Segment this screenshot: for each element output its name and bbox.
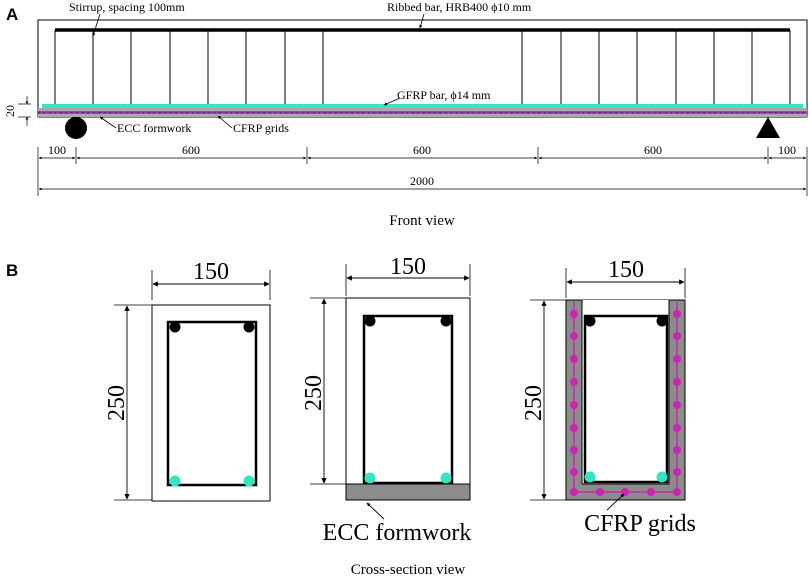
gfrp-bar-icon: [169, 475, 181, 487]
ribbed-bar-label: Ribbed bar, HRB400 ϕ10 mm: [387, 0, 532, 14]
cross-section-ecc: 150 250 ECC formwork: [301, 254, 471, 546]
cfrp-grids-label: CFRP grids: [584, 511, 696, 537]
width-dim-label: 150: [193, 259, 229, 285]
gfrp-bar-icon: [656, 471, 668, 483]
cfrp-node: [673, 378, 681, 386]
stirrup-box: [362, 314, 454, 485]
ribbed-leader: [419, 13, 425, 29]
gfrp-bar-icon: [243, 475, 255, 487]
cfrp-node: [570, 332, 578, 340]
panel-b-label: B: [6, 261, 18, 280]
gfrp-bar-icon: [440, 472, 452, 484]
ecc-formwork-layer: [345, 483, 471, 501]
top-bar-icon: [440, 315, 452, 327]
top-bar-icon: [169, 321, 181, 333]
dim-label: 600: [182, 143, 200, 157]
top-bar-icon: [584, 315, 596, 327]
stirrups: [54, 30, 791, 106]
cfrp-node: [673, 401, 681, 409]
cfrp-node: [570, 468, 578, 476]
top-bar-icon: [656, 315, 668, 327]
cfrp-leader: [606, 493, 625, 511]
cfrp-grid-nodes: [570, 310, 681, 496]
beam-outline: [37, 19, 808, 118]
cfrp-node: [570, 488, 578, 496]
dim-label: 100: [48, 143, 66, 157]
cfrp-node: [570, 446, 578, 454]
cfrp-node: [673, 332, 681, 340]
cfrp-node: [621, 488, 629, 496]
gfrp-leader: [383, 97, 401, 106]
pin-support-icon: [65, 117, 87, 139]
cfrp-node: [570, 378, 578, 386]
section-outline: [345, 297, 471, 485]
height-dim-label: 20: [3, 105, 17, 117]
ecc-leader: [99, 116, 117, 129]
height-dim-label: 250: [521, 385, 547, 421]
stirrup-label: Stirrup, spacing 100mm: [69, 0, 185, 14]
cfrp-node: [673, 488, 681, 496]
cfrp-node: [647, 488, 655, 496]
width-dim-label: 150: [390, 254, 426, 280]
cross-section-cfrp: 150 250: [521, 257, 696, 537]
section-outline: [151, 304, 271, 502]
cfrp-node: [673, 468, 681, 476]
stirrup-leader: [92, 13, 101, 37]
panel-a-label: A: [6, 5, 18, 24]
front-view-caption: Front view: [389, 213, 455, 229]
cfrp-node: [673, 424, 681, 432]
cross-section-caption: Cross-section view: [351, 562, 466, 578]
cfrp-node: [570, 310, 578, 318]
cfrp-node: [596, 488, 604, 496]
gfrp-label: GFRP bar, ϕ14 mm: [397, 88, 491, 102]
roller-support-icon: [756, 117, 780, 138]
dim-label: 600: [644, 143, 662, 157]
stirrup-box: [166, 320, 258, 487]
cfrp-grids-label: CFRP grids: [233, 121, 289, 135]
stirrup-box: [583, 314, 669, 484]
width-dim-label: 150: [608, 257, 644, 283]
cfrp-node: [570, 401, 578, 409]
top-bar-icon: [364, 315, 376, 327]
height-dim-label: 250: [104, 385, 130, 421]
gfrp-bar-icon: [364, 472, 376, 484]
cfrp-node: [673, 310, 681, 318]
height-dim-label: 250: [301, 375, 327, 411]
total-dim-label: 2000: [410, 174, 434, 188]
ecc-leader: [366, 502, 385, 520]
gfrp-bar-icon: [584, 471, 596, 483]
panel-b: B 150 250 150 250: [6, 254, 696, 578]
cfrp-node: [570, 355, 578, 363]
panel-a: A: [3, 0, 808, 229]
cross-section-plain: 150 250: [104, 259, 271, 502]
cfrp-node: [673, 355, 681, 363]
cfrp-node: [673, 446, 681, 454]
dim-label: 600: [413, 143, 431, 157]
ecc-formwork-label: ECC formwork: [117, 121, 191, 135]
cfrp-node: [570, 424, 578, 432]
ecc-formwork-label: ECC formwork: [323, 520, 472, 546]
dim-label: 100: [778, 143, 796, 157]
top-bar-icon: [243, 321, 255, 333]
span-dimensions: [37, 147, 808, 196]
gfrp-bar: [42, 104, 803, 108]
cfrp-leader: [217, 115, 233, 129]
section-core: [582, 300, 669, 484]
